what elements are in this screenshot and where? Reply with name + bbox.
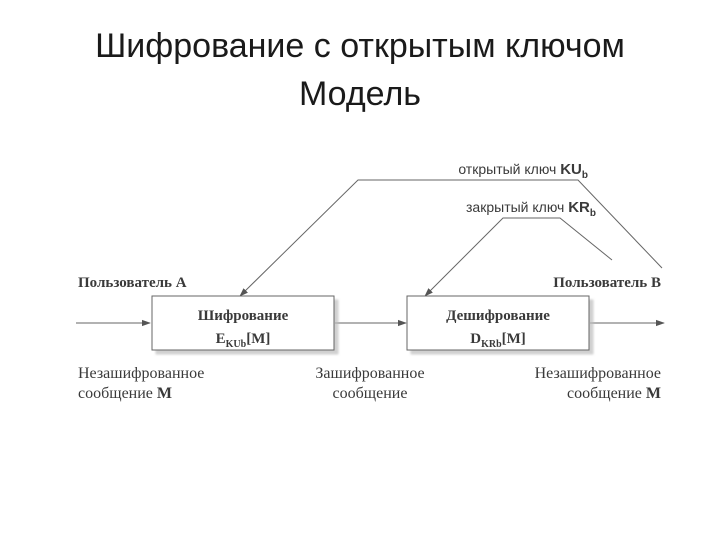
encrypt-box-title: Шифрование xyxy=(198,308,289,324)
decrypt-formula: DKRb[M] xyxy=(470,331,526,350)
ciphertext-line2: сообщение xyxy=(333,385,408,402)
user-a-label: Пользователь А xyxy=(78,275,187,291)
public-key-label: открытый ключ KUb xyxy=(458,161,588,181)
encrypt-formula: EKUb[M] xyxy=(216,331,271,350)
title-line-1: Шифрование с открытым ключом xyxy=(95,27,625,65)
private-key-connector xyxy=(424,217,613,297)
decrypt-box-title: Дешифрование xyxy=(446,308,550,324)
plaintext-right-line2: сообщение M xyxy=(567,385,661,402)
decrypt-box xyxy=(406,295,590,351)
slide-title: Шифрование с открытым ключом Модель xyxy=(0,22,720,118)
ciphertext-line1: Зашифрованное xyxy=(315,365,424,382)
private-key-label: закрытый ключ KRb xyxy=(466,199,596,219)
user-b-label: Пользователь В xyxy=(553,275,661,291)
encrypt-box xyxy=(151,295,335,351)
plaintext-left-line2: сообщение M xyxy=(78,385,172,402)
title-line-2: Модель xyxy=(298,75,422,113)
public-key-connector xyxy=(239,179,663,297)
plaintext-left-line1: Незашифрованное xyxy=(78,365,204,382)
plaintext-right-line1: Незашифрованное xyxy=(535,365,661,382)
